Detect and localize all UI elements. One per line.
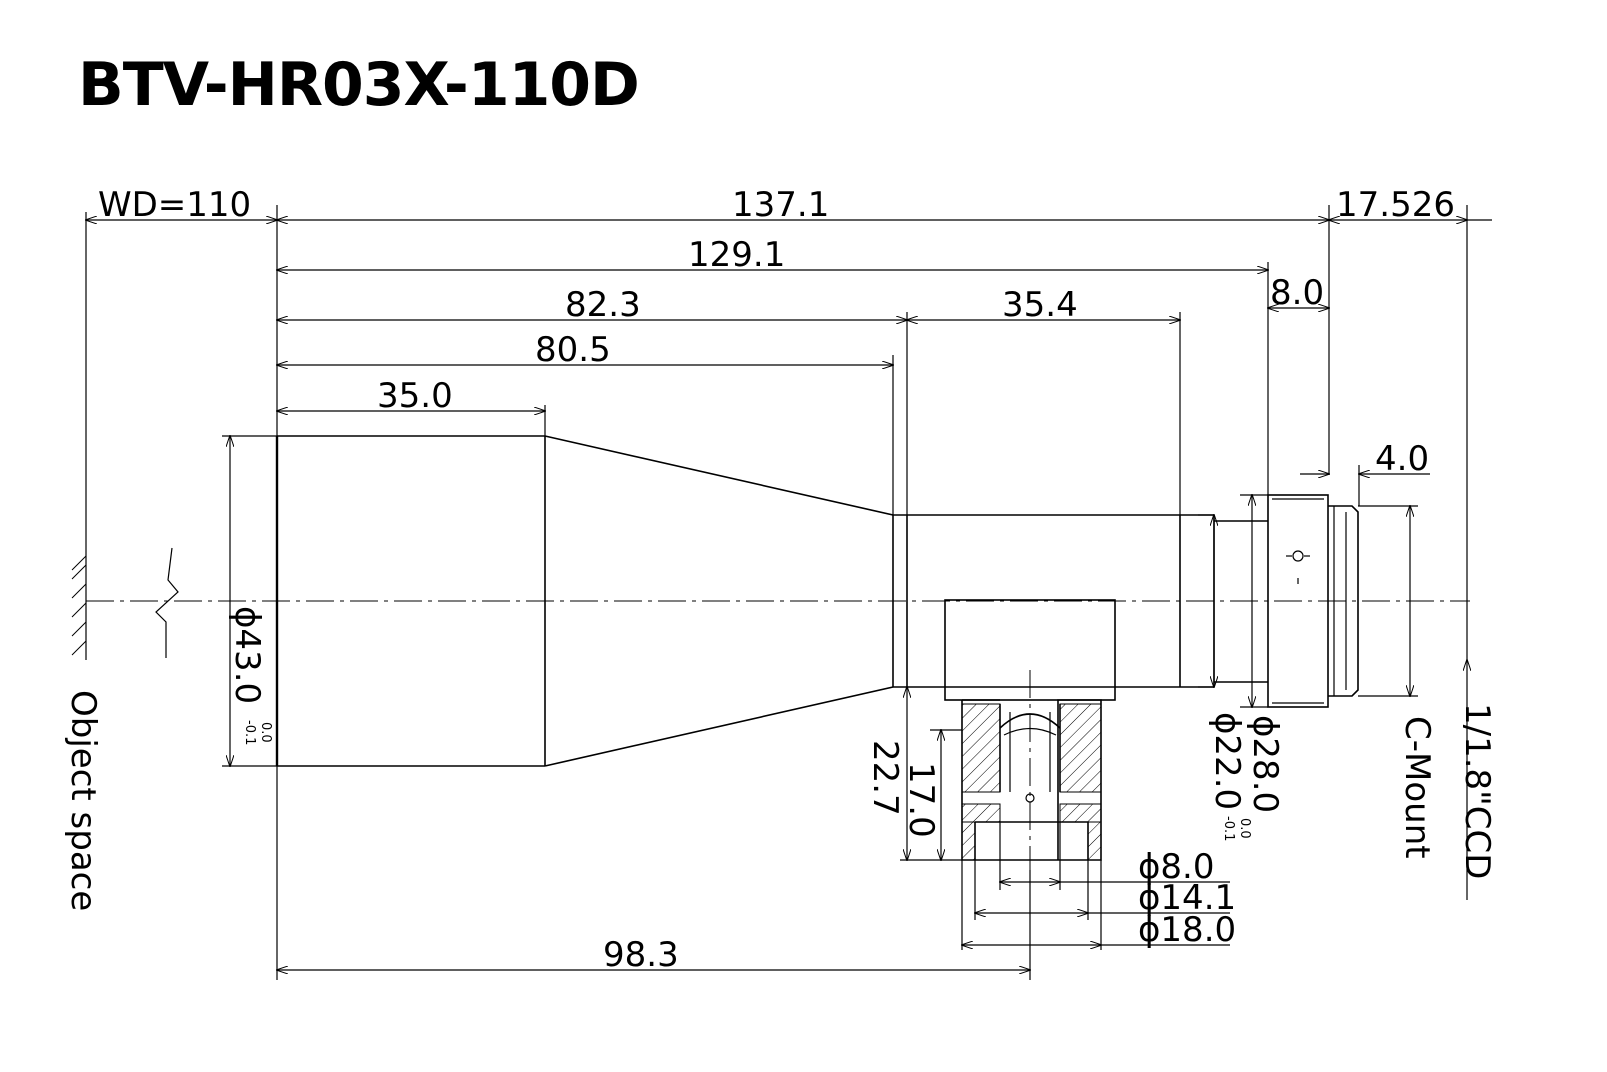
extension-lines xyxy=(222,205,1468,980)
dim-port-inner-height: 17.0 xyxy=(901,762,941,838)
illumination-port xyxy=(944,599,1116,870)
dim-total-length: 137.1 xyxy=(732,185,829,225)
dim-front-diameter-tol-upper: 0.0 xyxy=(258,722,273,743)
dim-flange-back: 17.526 xyxy=(1336,185,1455,225)
dim-tube-diameter-tol-lower: -0.1 xyxy=(1221,816,1236,841)
dim-port-inner: ϕ14.1 xyxy=(1138,878,1236,918)
dim-80: 80.5 xyxy=(535,330,611,370)
dim-98: 98.3 xyxy=(603,935,679,975)
dim-tube-diameter: ϕ22.0 xyxy=(1207,712,1247,810)
dim-129: 129.1 xyxy=(688,235,785,275)
dim-thread-length: 4.0 xyxy=(1375,439,1429,479)
object-plane xyxy=(71,212,87,660)
dim-35-0: 35.0 xyxy=(377,376,453,416)
drawing-title: BTV-HR03X-110D xyxy=(78,50,640,120)
break-symbol xyxy=(155,547,179,658)
dim-mount-diameter: ϕ28.0 xyxy=(1245,715,1285,813)
dim-port-bore: ϕ8.0 xyxy=(1138,847,1215,887)
dim-35-4: 35.4 xyxy=(1002,285,1078,325)
dim-front-diameter: ϕ43.0 xyxy=(227,606,267,704)
dim-working-distance: WD=110 xyxy=(98,185,251,225)
dim-mount-length: 8.0 xyxy=(1270,273,1324,313)
dimension-lines xyxy=(86,220,1492,970)
dim-port-height: 22.7 xyxy=(865,740,905,816)
c-mount-label: C-Mount xyxy=(1397,716,1437,859)
sensor-label: 1/1.8"CCD xyxy=(1457,703,1497,879)
object-space-label: Object space xyxy=(63,690,103,911)
c-mount-ring xyxy=(1267,494,1359,708)
dim-82: 82.3 xyxy=(565,285,641,325)
dim-port-outer: ϕ18.0 xyxy=(1138,910,1236,950)
dim-tube-diameter-tol-upper: 0.0 xyxy=(1237,818,1252,839)
dim-front-diameter-tol-lower: -0.1 xyxy=(242,720,257,745)
